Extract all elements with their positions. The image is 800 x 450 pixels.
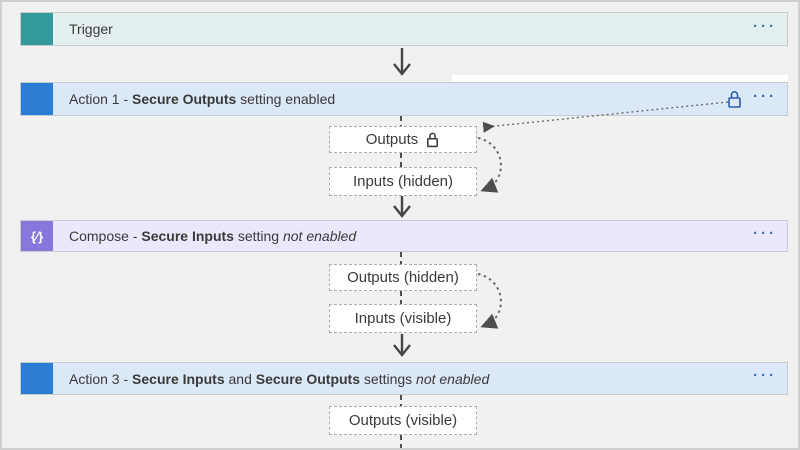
compose-label-italic: not enabled <box>282 228 357 244</box>
flow-dashed-connector <box>400 153 402 167</box>
compose-inputs-label: Inputs (visible) <box>354 310 452 327</box>
action3-menu-ellipsis-button[interactable]: ··· <box>753 367 777 384</box>
action3-label-bold2: Secure Outputs <box>255 370 361 387</box>
compose-card[interactable]: {⁄} Compose - Secure Inputs setting not … <box>20 220 788 252</box>
action1-icon <box>21 83 53 115</box>
trigger-icon <box>21 13 53 45</box>
action1-inputs-label: Inputs (hidden) <box>352 173 454 190</box>
lock-annotation-dotted-arrow <box>482 101 729 133</box>
flow-dashed-connector <box>400 252 402 264</box>
flow-dashed-connector <box>400 435 402 448</box>
flow-dashed-connector <box>400 291 402 304</box>
action3-label-bold1: Secure Inputs <box>132 370 225 387</box>
compose-icon: {⁄} <box>21 221 53 251</box>
action3-outputs-label: Outputs (visible) <box>348 412 458 429</box>
action1-inputs-box: Inputs (hidden) <box>329 167 477 196</box>
secure-outputs-lock-icon <box>717 83 743 115</box>
trigger-label-text: Trigger <box>69 21 113 37</box>
trigger-card[interactable]: Trigger ··· <box>20 12 788 46</box>
flow-arrow-down <box>393 48 411 76</box>
action3-label-pre: Action 3 - <box>69 370 133 387</box>
action3-label: Action 3 - Secure Inputs and Secure Outp… <box>53 363 743 394</box>
compose-label-mid: setting <box>233 228 283 244</box>
action1-menu-ellipsis-button[interactable]: ··· <box>753 87 777 105</box>
compose-outputs-label: Outputs (hidden) <box>347 269 459 286</box>
flow-dashed-connector <box>400 395 402 406</box>
action1-outputs-label: Outputs <box>365 131 419 148</box>
outputs-to-inputs-dotted-arc <box>477 137 502 193</box>
action1-label-bold: Secure Outputs <box>132 91 237 107</box>
outputs-lock-icon <box>427 132 439 147</box>
action3-icon <box>21 363 53 394</box>
action1-label-post: setting enabled <box>236 91 336 107</box>
compose-label-pre: Compose - <box>69 228 142 244</box>
compose-outputs-box: Outputs (hidden) <box>329 264 477 291</box>
flow-arrow-down <box>393 196 411 218</box>
action1-outputs-box: Outputs <box>329 126 477 153</box>
flow-dashed-connector <box>400 116 402 126</box>
compose-menu-ellipsis-button[interactable]: ··· <box>753 224 777 242</box>
screenshot-seam-strip <box>452 75 788 82</box>
trigger-menu-ellipsis-button[interactable]: ··· <box>753 17 777 35</box>
flow-arrow-down <box>393 334 411 357</box>
action1-label: Action 1 - Secure Outputs setting enable… <box>53 83 717 115</box>
action1-card[interactable]: Action 1 - Secure Outputs setting enable… <box>20 82 788 116</box>
action3-label-post: settings <box>360 370 417 387</box>
outputs-to-inputs-dotted-arc <box>477 273 502 329</box>
action3-label-mid: and <box>224 370 256 387</box>
action3-card[interactable]: Action 3 - Secure Inputs and Secure Outp… <box>20 362 788 395</box>
compose-label-bold: Secure Inputs <box>141 228 234 244</box>
compose-label: Compose - Secure Inputs setting not enab… <box>53 221 743 251</box>
compose-inputs-box: Inputs (visible) <box>329 304 477 333</box>
action3-outputs-box: Outputs (visible) <box>329 406 477 435</box>
action3-label-italic: not enabled <box>416 370 490 387</box>
trigger-label: Trigger <box>53 13 743 45</box>
action1-label-pre: Action 1 - <box>69 91 133 107</box>
